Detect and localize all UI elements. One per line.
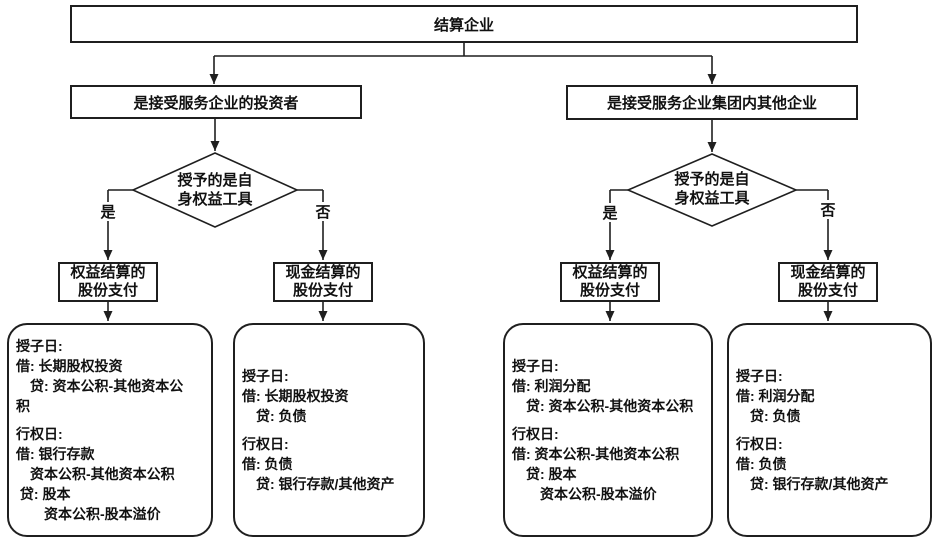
root-box-label: 结算企业 <box>433 16 494 34</box>
decision-left-line1: 授予的是自 <box>177 172 253 189</box>
entry-blank-line <box>242 426 419 434</box>
decision-diamond-right <box>625 153 799 227</box>
entry-line: 借: 利润分配 <box>512 378 591 394</box>
branch-box-group-company-label: 是接受服务企业集团内其他企业 <box>606 95 817 112</box>
entry-line: 贷: 负债 <box>242 408 307 424</box>
decision-right-line2: 身权益工具 <box>674 190 750 207</box>
entry-line: 借: 负债 <box>242 456 293 472</box>
branch-box-group-company: 是接受服务企业集团内其他企业 <box>566 85 858 120</box>
entry-line: 授子日: <box>16 338 63 354</box>
payment-left-equity-line2: 股份支付 <box>77 282 138 299</box>
branch-box-investor-label: 是接受服务企业的投资者 <box>133 94 299 112</box>
entry-line: 行权日: <box>512 426 559 442</box>
payment-box-left-cash: 现金结算的 股份支付 <box>273 262 373 302</box>
entry-line: 贷: 负债 <box>736 408 801 424</box>
entry-line: 资本公积-股本溢价 <box>512 486 657 502</box>
left-no-text: 否 <box>315 204 331 221</box>
entry-line: 借: 利润分配 <box>736 388 815 404</box>
entry-line: 行权日: <box>242 436 289 452</box>
entry-box-4: 授子日: 借: 利润分配 贷: 负债 行权日: 借: 负债 贷: 银行存款/其他… <box>727 323 932 537</box>
entry-line: 资本公积-股本溢价 <box>16 506 161 522</box>
entry-line: 贷: 股本 <box>16 486 71 502</box>
right-no-tag: 否 <box>818 200 838 219</box>
entry-line: 行权日: <box>16 426 63 442</box>
entry-box-2: 授子日: 借: 长期股权投资 贷: 负债 行权日: 借: 负债 贷: 银行存款/… <box>233 323 425 537</box>
payment-box-right-equity: 权益结算的 股份支付 <box>560 262 660 302</box>
entry-line: 借: 银行存款 <box>16 446 95 462</box>
entry-line: 借: 长期股权投资 <box>242 388 349 404</box>
entry-box-1: 授子日: 借: 长期股权投资 贷: 资本公积-其他资本公 积 行权日: 借: 银… <box>7 323 213 537</box>
payment-right-cash-line2: 股份支付 <box>797 282 858 299</box>
entry-line: 贷: 资本公积-其他资本公 <box>16 378 184 394</box>
left-yes-tag: 是 <box>98 202 118 221</box>
entry-box-3: 授子日: 借: 利润分配 贷: 资本公积-其他资本公积 行权日: 借: 资本公积… <box>503 323 713 537</box>
payment-right-equity-line2: 股份支付 <box>579 282 640 299</box>
decision-right-label: 授予的是自 身权益工具 <box>642 152 782 226</box>
entry-line: 贷: 银行存款/其他资产 <box>242 476 395 492</box>
entry-box-4-lines: 授子日: 借: 利润分配 贷: 负债 行权日: 借: 负债 贷: 银行存款/其他… <box>729 325 930 535</box>
entry-line: 授子日: <box>512 358 559 374</box>
payment-left-cash-line2: 股份支付 <box>292 282 353 299</box>
entry-line: 借: 资本公积-其他资本公积 <box>512 446 680 462</box>
left-no-tag: 否 <box>313 202 333 221</box>
entry-blank-line <box>16 416 207 424</box>
entry-blank-line <box>512 416 707 424</box>
entry-line: 借: 长期股权投资 <box>16 358 123 374</box>
decision-left-line2: 身权益工具 <box>177 191 253 208</box>
entry-line: 资本公积-其他资本公积 <box>16 466 175 482</box>
decision-right-line1: 授予的是自 <box>674 171 750 188</box>
entry-line: 积 <box>16 398 30 414</box>
entry-line: 贷: 股本 <box>512 466 577 482</box>
decision-diamond-left <box>131 152 299 228</box>
entry-line: 授子日: <box>736 368 783 384</box>
decision-left-label: 授予的是自 身权益工具 <box>145 152 285 228</box>
entry-line: 授子日: <box>242 368 289 384</box>
entry-line: 贷: 资本公积-其他资本公积 <box>512 398 694 414</box>
entry-line: 借: 负债 <box>736 456 787 472</box>
entry-box-2-lines: 授子日: 借: 长期股权投资 贷: 负债 行权日: 借: 负债 贷: 银行存款/… <box>235 325 423 535</box>
payment-right-cash-line1: 现金结算的 <box>790 264 866 281</box>
payment-box-right-cash: 现金结算的 股份支付 <box>778 262 878 302</box>
entry-blank-line <box>736 426 926 434</box>
root-box: 结算企业 <box>70 5 858 43</box>
branch-box-investor: 是接受服务企业的投资者 <box>70 85 362 119</box>
entry-box-1-lines: 授子日: 借: 长期股权投资 贷: 资本公积-其他资本公 积 行权日: 借: 银… <box>9 325 211 535</box>
payment-right-equity-line1: 权益结算的 <box>572 264 648 281</box>
entry-box-3-lines: 授子日: 借: 利润分配 贷: 资本公积-其他资本公积 行权日: 借: 资本公积… <box>505 325 711 535</box>
payment-left-cash-line1: 现金结算的 <box>285 264 361 281</box>
entry-line: 贷: 银行存款/其他资产 <box>736 476 889 492</box>
payment-box-left-equity: 权益结算的 股份支付 <box>58 262 158 302</box>
right-yes-tag: 是 <box>600 203 620 222</box>
entry-line: 行权日: <box>736 436 783 452</box>
right-no-text: 否 <box>820 202 836 219</box>
right-yes-text: 是 <box>602 205 618 222</box>
payment-left-equity-line1: 权益结算的 <box>70 264 146 281</box>
left-yes-text: 是 <box>100 204 116 221</box>
